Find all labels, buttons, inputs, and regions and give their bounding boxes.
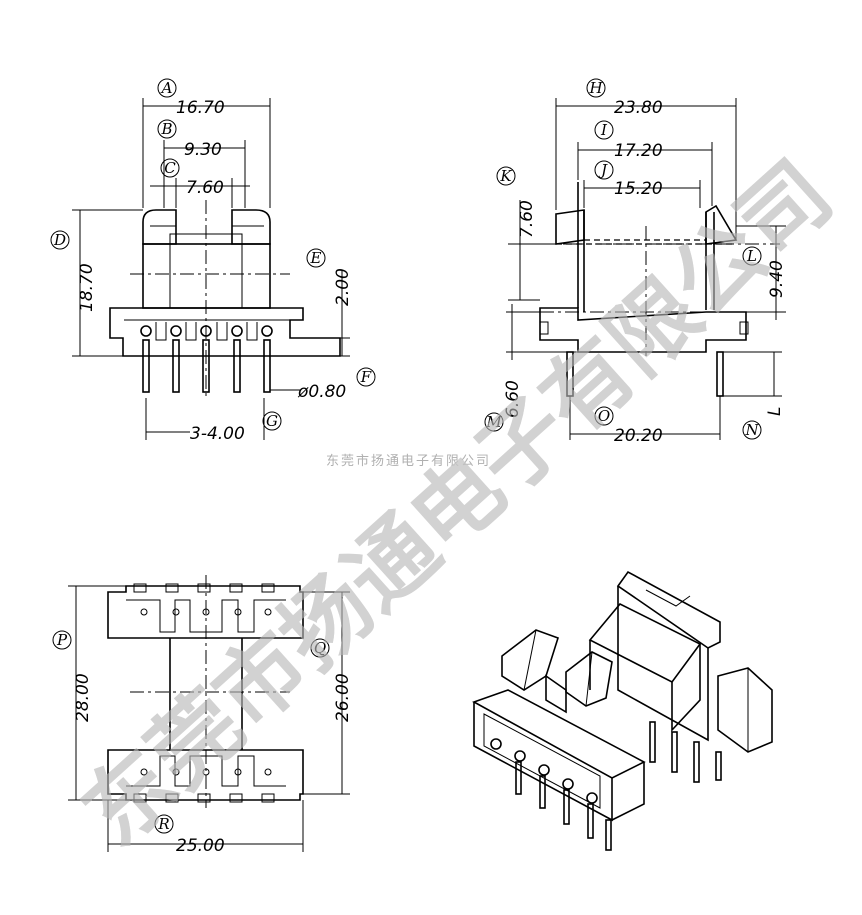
dim-F: ø0.80: [297, 382, 346, 402]
side-base: [539, 307, 747, 353]
label-E: E: [310, 249, 322, 267]
bottom-view: P 28.00 Q 26.00 R 25.00: [52, 575, 353, 856]
label-O: O: [598, 407, 610, 425]
isometric-view: [472, 570, 773, 851]
label-L: L: [746, 247, 757, 265]
dim-N: L: [765, 407, 785, 416]
side-clip-left: [555, 209, 585, 245]
dim-J: 15.20: [614, 179, 663, 199]
dim-R: 25.00: [176, 836, 225, 856]
bottom-flange-bottom: [107, 749, 304, 801]
dim-A: 16.70: [176, 98, 225, 118]
side-view: H 23.80 I 17.20 J 15.20 K 7.60 L 9.40: [484, 78, 787, 446]
dim-B: 9.30: [184, 140, 222, 160]
front-pins: [142, 339, 271, 393]
front-clip-left: [142, 209, 177, 245]
label-J: J: [598, 161, 608, 179]
label-H: H: [588, 79, 603, 97]
iso-base-front: [473, 702, 613, 822]
label-K: K: [499, 167, 512, 185]
label-G: G: [266, 412, 278, 430]
label-R: R: [157, 815, 169, 833]
label-I: I: [600, 121, 608, 139]
label-C: C: [164, 159, 176, 177]
dim-G: 3-4.00: [190, 424, 245, 444]
label-F: F: [360, 368, 372, 386]
iso-back-flange: [616, 570, 721, 649]
dim-D: 18.70: [77, 263, 97, 312]
dim-E: 2.00: [333, 268, 353, 306]
dim-O: 20.20: [614, 426, 663, 446]
iso-pins: [515, 721, 722, 851]
dim-M: 6.60: [503, 380, 523, 418]
company-name-small: 东莞市扬通电子有限公司: [326, 453, 491, 469]
iso-terminals: [490, 738, 598, 804]
watermark-overlay: 东莞市扬通电子有限公司: [63, 141, 851, 865]
side-pin-right: [716, 351, 724, 397]
dim-P: 28.00: [73, 673, 93, 722]
dim-L: 9.40: [767, 260, 787, 298]
iso-core-block: [588, 603, 702, 684]
label-P: P: [56, 631, 68, 649]
iso-base-top: [472, 689, 646, 779]
bottom-flange-top: [107, 585, 304, 639]
dim-H: 23.80: [614, 98, 663, 118]
iso-right-block: [717, 667, 773, 753]
label-Q: Q: [314, 639, 326, 657]
label-B: B: [160, 120, 172, 138]
dim-K: 7.60: [517, 200, 537, 238]
dim-I: 17.20: [614, 141, 663, 161]
front-view: A 16.70 B 9.30 C 7.60 D 18.70 E 2.00 ø0.…: [50, 78, 376, 444]
dim-Q: 26.00: [333, 673, 353, 722]
label-A: A: [160, 79, 173, 97]
dim-C: 7.60: [186, 178, 224, 198]
label-N: N: [744, 421, 759, 439]
front-clip-right: [231, 209, 271, 245]
label-M: M: [485, 413, 502, 431]
front-base: [109, 307, 341, 357]
label-D: D: [53, 231, 66, 249]
